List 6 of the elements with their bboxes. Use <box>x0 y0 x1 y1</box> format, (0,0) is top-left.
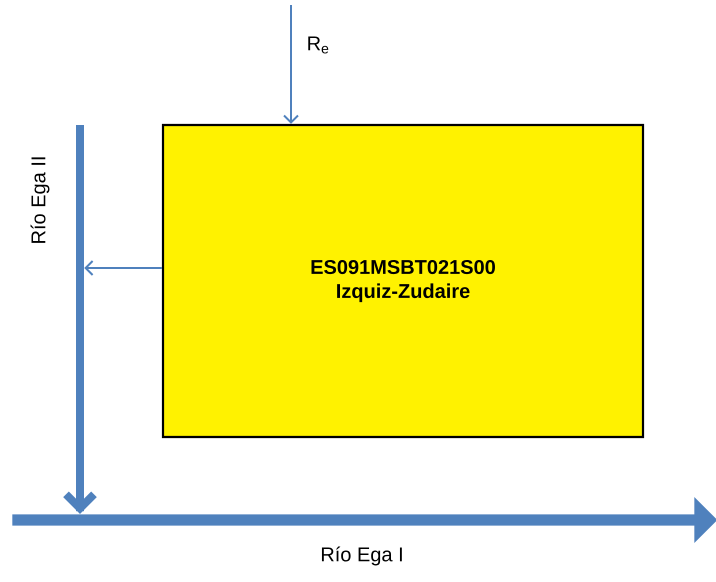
water-body-box: ES091MSBT021S00 Izquiz-Zudaire <box>162 124 644 438</box>
river-label: Río Ega II <box>30 157 50 243</box>
arrow <box>84 260 162 276</box>
river-label: Río Ega I <box>322 546 402 566</box>
edge-label: R$_{e}$ <box>306 36 330 54</box>
arrow <box>283 5 299 124</box>
